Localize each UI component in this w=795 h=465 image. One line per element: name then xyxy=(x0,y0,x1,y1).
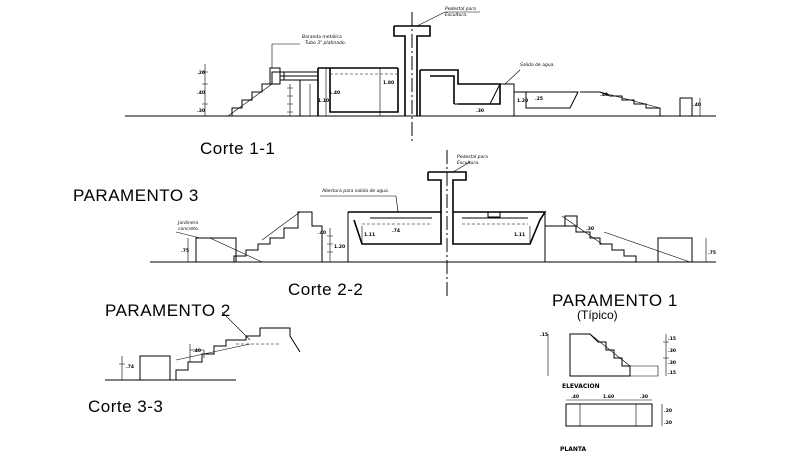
svg-text:.15: .15 xyxy=(540,332,548,338)
svg-text:.75: .75 xyxy=(708,250,716,256)
title-paramento-1: PARAMENTO 1 xyxy=(552,291,678,310)
steps-3 xyxy=(175,327,301,380)
title-corte-3-3: Corte 3-3 xyxy=(88,397,163,416)
title-paramento-2: PARAMENTO 2 xyxy=(105,301,231,320)
dim-lines-2 xyxy=(187,226,707,262)
paramento-1-plan xyxy=(565,403,653,427)
jardinera xyxy=(195,237,237,263)
svg-text:.30: .30 xyxy=(668,360,676,366)
planter-3 xyxy=(139,355,171,381)
steps-right-1 xyxy=(580,91,661,116)
svg-text:1.20: 1.20 xyxy=(334,244,345,250)
paramento-1-detail: PARAMENTO 1 (Típico) ELEVACION PLANTA .1… xyxy=(540,291,678,453)
steps-right-2 xyxy=(545,225,637,262)
paramento-1-elevation xyxy=(569,333,631,377)
svg-text:.75: .75 xyxy=(181,248,189,254)
section-2-2: PARAMENTO 3 Corte 2-2 Pedestal para Escu… xyxy=(73,150,716,299)
note-baranda-b: Tubo 3" platinado. xyxy=(305,40,346,46)
basin-1-far xyxy=(514,91,590,117)
section-3-3: PARAMENTO 2 Corte 3-3 .74 .40 xyxy=(88,301,301,416)
note-salida: Salida de agua. xyxy=(520,62,555,68)
note-abertura: Abertura para salida de agua. xyxy=(321,188,389,194)
svg-text:Jardinera: Jardinera xyxy=(177,220,199,226)
title-paramento-3: PARAMENTO 3 xyxy=(73,186,199,205)
svg-text:1.11: 1.11 xyxy=(514,232,525,238)
label-planta: PLANTA xyxy=(560,446,587,453)
svg-text:Escultura.: Escultura. xyxy=(457,160,479,166)
label-elevacion: ELEVACION xyxy=(562,383,600,390)
svg-text:1.10: 1.10 xyxy=(318,98,329,104)
pedestal-1 xyxy=(393,25,431,116)
svg-text:.40: .40 xyxy=(318,230,326,236)
dim-lines-1 xyxy=(202,64,701,117)
note-pedestal-1a: Pedestal para xyxy=(445,6,476,12)
svg-text:.40: .40 xyxy=(571,394,579,400)
svg-text:.20: .20 xyxy=(664,408,672,414)
svg-text:.30: .30 xyxy=(476,108,484,114)
label-tipico: (Típico) xyxy=(577,308,618,322)
basin-2 xyxy=(348,211,547,245)
svg-text:Pedestal para: Pedestal para xyxy=(457,154,488,160)
svg-text:1.80: 1.80 xyxy=(383,80,394,86)
svg-text:.40: .40 xyxy=(197,90,205,96)
svg-text:.40: .40 xyxy=(193,348,201,354)
svg-text:1.11: 1.11 xyxy=(364,232,375,238)
svg-text:.20: .20 xyxy=(197,70,205,76)
svg-text:1.40: 1.40 xyxy=(329,90,340,96)
note-pedestal-1b: Escultura. xyxy=(445,12,467,18)
svg-text:.25: .25 xyxy=(535,96,543,102)
title-corte-2-2: Corte 2-2 xyxy=(288,280,363,299)
svg-text:.30: .30 xyxy=(668,348,676,354)
title-corte-1-1: Corte 1-1 xyxy=(200,139,275,158)
section-1-1: Corte 1-1 Pedestal para Escultura. Baran… xyxy=(125,6,716,158)
svg-text:1.20: 1.20 xyxy=(517,98,528,104)
steps-left-1 xyxy=(231,71,301,116)
svg-text:.74: .74 xyxy=(126,364,134,370)
svg-text:.30: .30 xyxy=(197,108,205,114)
basin-1-right xyxy=(419,69,501,116)
svg-text:.40: .40 xyxy=(600,92,608,98)
svg-text:.15: .15 xyxy=(668,370,676,376)
svg-text:.30: .30 xyxy=(640,394,648,400)
salida-leader xyxy=(504,69,521,85)
svg-text:.20: .20 xyxy=(664,420,672,426)
svg-text:.30: .30 xyxy=(586,226,594,232)
pedestal-1-leader xyxy=(416,11,446,27)
svg-text:.15: .15 xyxy=(668,336,676,342)
svg-text:concreto.: concreto. xyxy=(178,226,199,232)
svg-text:.40: .40 xyxy=(693,102,701,108)
note-baranda-a: Baranda metálica xyxy=(302,33,342,40)
svg-text:1.60: 1.60 xyxy=(603,394,614,400)
steps-left-2 xyxy=(233,211,323,262)
railing-1 xyxy=(280,71,318,81)
svg-text:.74: .74 xyxy=(392,228,400,234)
